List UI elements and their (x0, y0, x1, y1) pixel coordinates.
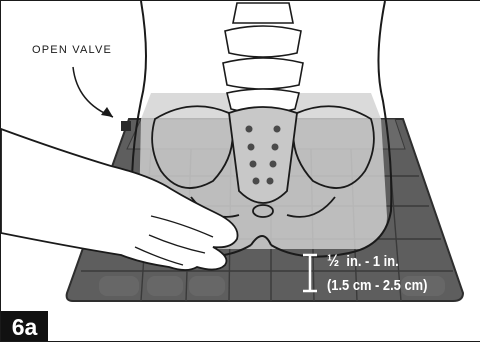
step-tag: 6a (1, 311, 48, 342)
measure-fraction: ½ (327, 251, 339, 270)
spine (223, 3, 303, 113)
inflation-height-label: ½ in. - 1 in. (1.5 cm - 2.5 cm) (327, 249, 427, 298)
valve-icon (121, 121, 131, 131)
measure-inches: in. - 1 in. (339, 253, 398, 270)
measure-centimeters: (1.5 cm - 2.5 cm) (327, 274, 427, 298)
open-valve-label: OPEN VALVE (32, 44, 112, 56)
